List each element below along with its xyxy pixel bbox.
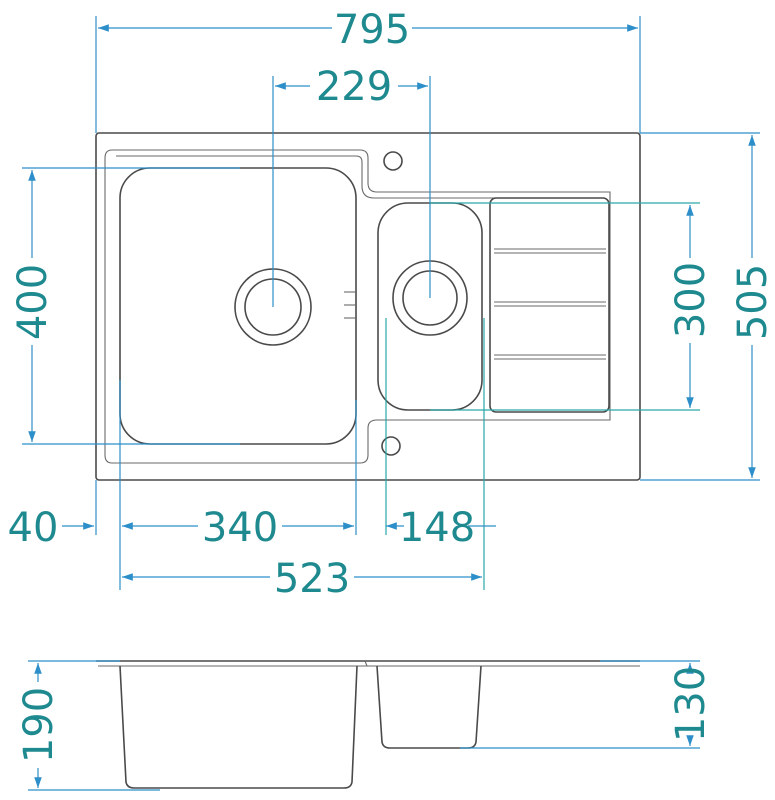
dim-small-bowl-width: 148 xyxy=(399,505,475,551)
side-large-bowl xyxy=(119,665,358,789)
drainer-ribs xyxy=(494,248,606,360)
dimension-labels: 795 229 505 400 300 40 340 148 523 190 1… xyxy=(8,7,775,763)
tap-hole-bottom xyxy=(381,436,401,456)
drainer xyxy=(489,197,610,413)
top-view xyxy=(95,132,641,481)
dim-large-bowl-width: 340 xyxy=(202,505,278,551)
dim-large-bowl-height: 190 xyxy=(16,687,62,763)
overflow-slots xyxy=(344,291,357,319)
dim-small-bowl-depth: 300 xyxy=(668,262,714,338)
tap-hole-top xyxy=(383,151,403,171)
dimension-lines xyxy=(22,16,760,791)
side-view xyxy=(96,660,640,789)
dim-overall-depth: 505 xyxy=(730,264,775,340)
dim-small-bowl-height: 130 xyxy=(668,666,714,742)
large-bowl xyxy=(119,167,357,445)
dim-overall-width: 795 xyxy=(334,7,410,53)
side-small-bowl xyxy=(376,665,482,749)
dim-bowl-spacing: 229 xyxy=(316,64,392,110)
dim-bowls-total-width: 523 xyxy=(274,556,350,602)
sink-inner-rim xyxy=(104,149,611,464)
sink-outer-outline xyxy=(95,132,641,481)
dim-edge-offset: 40 xyxy=(8,505,59,551)
dim-large-bowl-depth: 400 xyxy=(10,264,56,340)
sink-inner-rim-2 xyxy=(116,155,604,199)
